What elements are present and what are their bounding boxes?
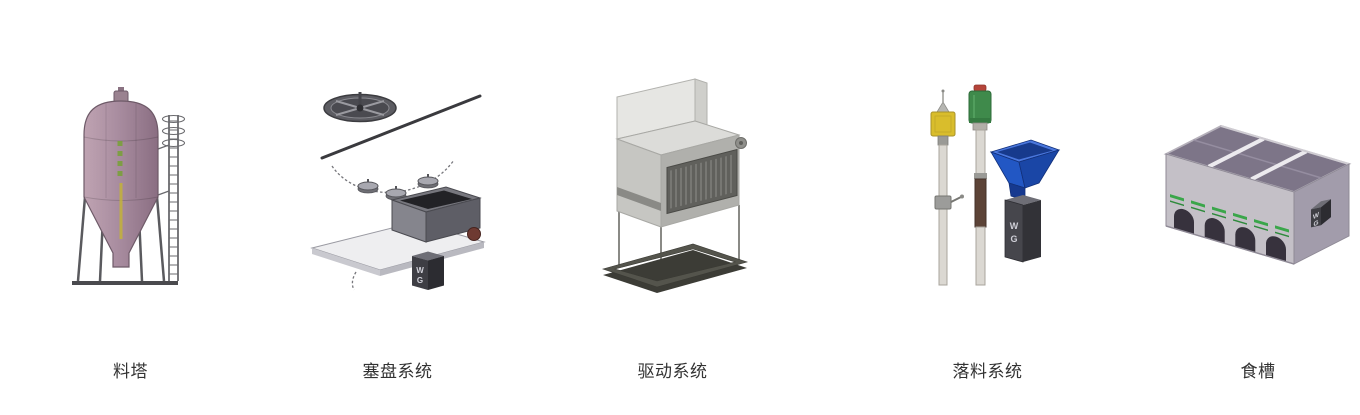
feed-trough-illustration: W G [1163,125,1351,265]
sensor-drop-tube [930,89,964,285]
outlet-cap [466,227,481,241]
brand-logo-letter-bottom: G [416,276,422,285]
brand-logo-letter-top: W [416,266,424,275]
plug-disc [322,92,397,123]
product-card-drop-feeder[interactable]: W G 落料系统 [890,42,1085,382]
product-label: 落料系统 [952,362,1023,381]
brand-logo-cube: W G [1310,199,1331,228]
feed-silo-illustration [71,86,185,285]
vent-panel [666,148,737,215]
silo-base-bar [71,280,178,285]
product-image-wrap: W G [1156,42,1360,332]
drop-feeder-illustration: W G [930,84,1060,285]
trough-end-face: W G [1293,163,1349,265]
feed-openings [1173,208,1286,262]
drive-back-panel [616,78,707,140]
product-label: 食槽 [1240,362,1276,381]
hopper-box [389,186,482,243]
silo-green-marking [117,140,122,176]
silo-ladder [157,114,185,281]
motor-cap [973,84,986,91]
brand-logo-cube: W G [411,251,444,290]
product-card-feed-trough[interactable]: W G 食槽 [1125,42,1360,382]
product-image-wrap: W G [308,42,488,332]
drive-unit-illustration [601,78,748,293]
product-image-wrap [66,42,196,332]
base-frame [601,243,748,293]
product-label: 塞盘系统 [362,362,433,381]
feed-rod [320,94,481,160]
product-card-drive-unit[interactable]: 驱动系统 [575,42,770,382]
product-image-wrap [595,42,751,332]
product-image-wrap: W G [913,42,1063,332]
silo-body [82,86,159,268]
blue-hopper [989,139,1060,201]
brand-logo-cube: W G [1004,194,1041,263]
plug-disc-system-illustration: W G [309,92,486,291]
product-label: 料塔 [113,362,148,381]
drive-cabinet [614,120,747,228]
silo-level-indicator [119,182,122,239]
hanging-chain [351,271,357,291]
brand-logo-letter-top: W [1009,221,1018,231]
trough-divider-bar [1249,149,1307,182]
disc-chain [330,159,455,201]
product-label: 驱动系统 [637,362,708,381]
product-card-feed-silo[interactable]: 料塔 [38,42,223,382]
motor-drop-tube [968,84,991,285]
product-card-plug-disc-system[interactable]: W G 塞盘系统 [300,42,495,382]
trough-divider-bar [1207,136,1265,169]
brand-logo-letter-bottom: G [1010,234,1017,244]
brand-logo-letter-top: W [1312,211,1319,221]
brand-logo-letter-bottom: G [1313,219,1318,228]
